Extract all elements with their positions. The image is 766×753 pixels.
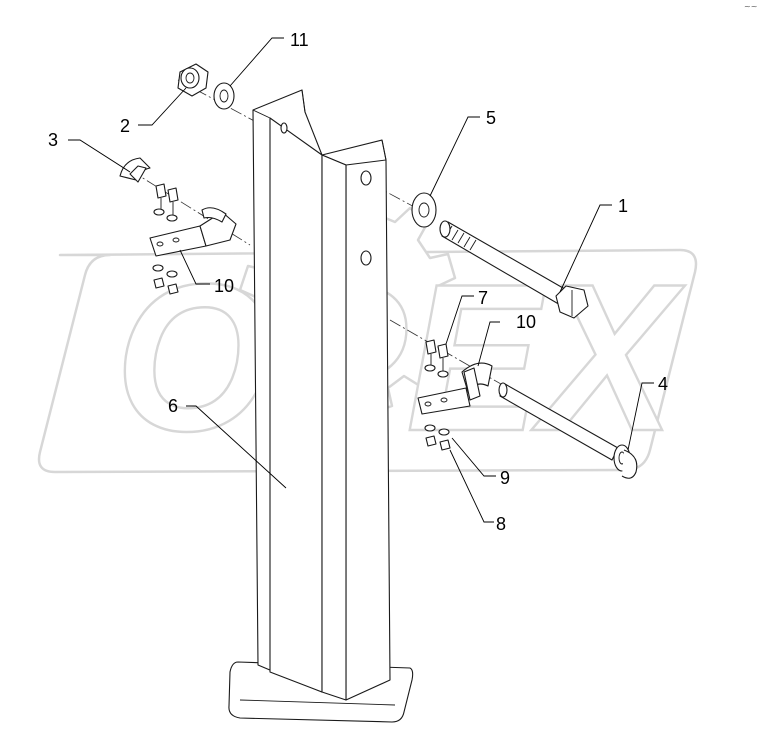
leader-7 — [445, 295, 474, 345]
leader-3 — [68, 139, 131, 173]
callout-1: 1 — [618, 196, 628, 216]
bracket-right — [417, 339, 493, 451]
washer-part-5 — [411, 192, 437, 228]
leader-6 — [186, 405, 287, 489]
leader-9 — [451, 437, 496, 477]
callout-10-upper: 10 — [214, 276, 234, 296]
pin-part-4 — [498, 382, 638, 479]
washer-part-11 — [213, 82, 235, 110]
leader-11 — [229, 37, 284, 87]
lynch-pin-part-3 — [119, 157, 151, 183]
centerline-lower — [389, 319, 521, 396]
callout-8: 8 — [496, 514, 506, 534]
main-post — [252, 89, 391, 701]
leader-4 — [627, 382, 654, 451]
callout-11: 11 — [290, 30, 309, 50]
callout-10-lower: 10 — [516, 312, 536, 332]
leader-8 — [449, 449, 494, 523]
post-hole-back — [280, 122, 288, 134]
callout-6: 6 — [168, 396, 178, 416]
callout-labels: 1 2 3 4 5 6 7 8 9 10 10 11 — [48, 30, 668, 534]
callout-7: 7 — [478, 288, 488, 308]
callout-3: 3 — [48, 130, 58, 150]
leader-10b — [477, 321, 500, 367]
post-hole-lower — [360, 250, 372, 266]
callout-2: 2 — [120, 116, 130, 136]
bracket-left — [149, 183, 237, 295]
callout-9: 9 — [500, 468, 510, 488]
post-web — [269, 117, 323, 693]
centerline-bracket-left — [129, 169, 251, 246]
leader-10a — [179, 249, 210, 285]
callout-4: 4 — [658, 374, 668, 394]
leader-1 — [559, 204, 612, 293]
post-hole-upper — [360, 170, 372, 186]
leader-lines — [68, 37, 654, 523]
leader-5 — [429, 116, 480, 197]
corner-mark: ~~ — [744, 2, 757, 11]
callout-5: 5 — [486, 108, 496, 128]
bolt-part-1 — [439, 220, 589, 319]
leader-2 — [138, 87, 187, 126]
